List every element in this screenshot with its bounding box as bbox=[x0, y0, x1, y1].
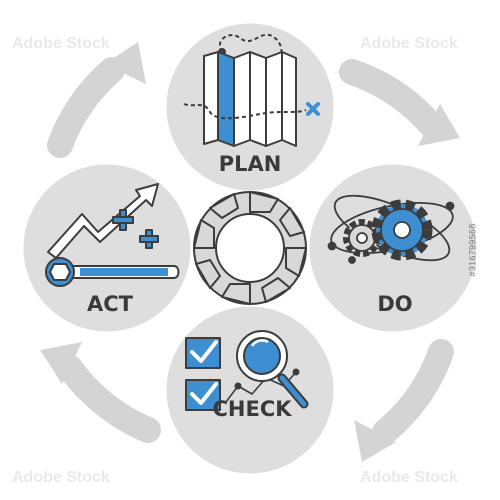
watermark-text: Adobe Stock bbox=[360, 469, 458, 486]
outer-arrow-top-right bbox=[339, 59, 460, 146]
outer-cycle-arrows bbox=[40, 42, 460, 462]
gears-orbit-icon bbox=[327, 194, 455, 264]
outer-arrow-bottom-right bbox=[354, 339, 454, 462]
growth-wrench-icon bbox=[45, 183, 180, 287]
watermark: Adobe Stock Adobe Stock Adobe Stock Adob… bbox=[12, 35, 458, 486]
large-gear-icon bbox=[371, 199, 433, 261]
folded-map-icon bbox=[183, 33, 320, 147]
outer-arrow-bottom-left bbox=[40, 342, 161, 443]
checklist-magnifier-icon bbox=[185, 330, 309, 411]
watermark-id: #316799568 bbox=[467, 223, 478, 277]
plan-label: PLAN bbox=[219, 152, 282, 176]
act-label: ACT bbox=[87, 292, 134, 316]
destination-x-icon bbox=[306, 102, 320, 116]
act-circle bbox=[22, 163, 192, 333]
plus-icon bbox=[112, 209, 134, 231]
watermark-text: Adobe Stock bbox=[12, 469, 110, 486]
outer-arrow-top-left bbox=[47, 42, 146, 158]
wrench-icon bbox=[45, 257, 180, 287]
plus-icon bbox=[139, 229, 159, 249]
watermark-text: Adobe Stock bbox=[360, 35, 458, 52]
cycle-ring-icon bbox=[193, 191, 307, 305]
magnifier-icon bbox=[236, 330, 309, 409]
do-label: DO bbox=[377, 292, 412, 316]
check-label: CHECK bbox=[212, 397, 292, 421]
watermark-text: Adobe Stock bbox=[12, 35, 110, 52]
checkbox-icon bbox=[185, 379, 221, 411]
checkbox-icon bbox=[185, 337, 221, 369]
